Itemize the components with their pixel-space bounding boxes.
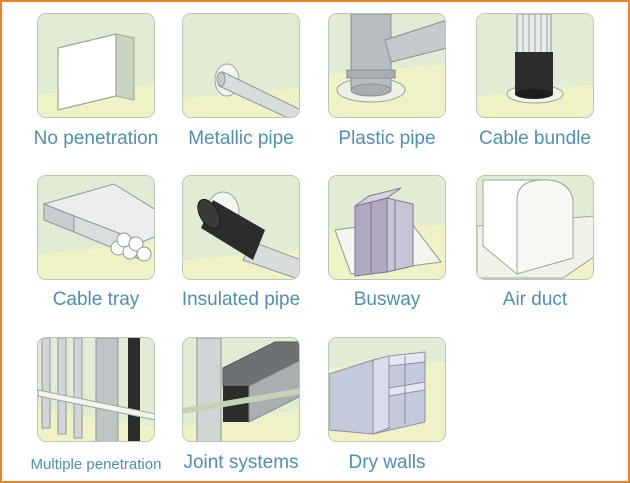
joint-systems-label: Joint systems (183, 452, 299, 473)
busway-illustration (328, 175, 446, 280)
air-duct-illustration (476, 175, 594, 280)
multiple-penetration-label: Multiple penetration (30, 456, 162, 473)
cable-tray-label: Cable tray (52, 289, 140, 310)
dry-walls-illustration (328, 337, 446, 442)
metallic-pipe-label: Metallic pipe (188, 128, 294, 149)
joint-systems-illustration (182, 337, 300, 442)
dry-walls-label: Dry walls (348, 452, 426, 473)
busway-label: Busway (353, 289, 421, 310)
plastic-pipe-label: Plastic pipe (338, 128, 436, 149)
insulated-pipe-illustration (182, 175, 300, 280)
no-penetration-illustration (37, 13, 155, 118)
air-duct-label: Air duct (502, 289, 568, 310)
insulated-pipe-label: Insulated pipe (181, 289, 301, 310)
metallic-pipe-illustration (182, 13, 300, 118)
plastic-pipe-illustration (328, 13, 446, 118)
multiple-penetration-illustration (37, 337, 155, 442)
cable-tray-illustration (37, 175, 155, 280)
cable-bundle-label: Cable bundle (479, 128, 591, 149)
cable-bundle-illustration (476, 13, 594, 118)
no-penetration-label: No penetration (33, 128, 159, 149)
